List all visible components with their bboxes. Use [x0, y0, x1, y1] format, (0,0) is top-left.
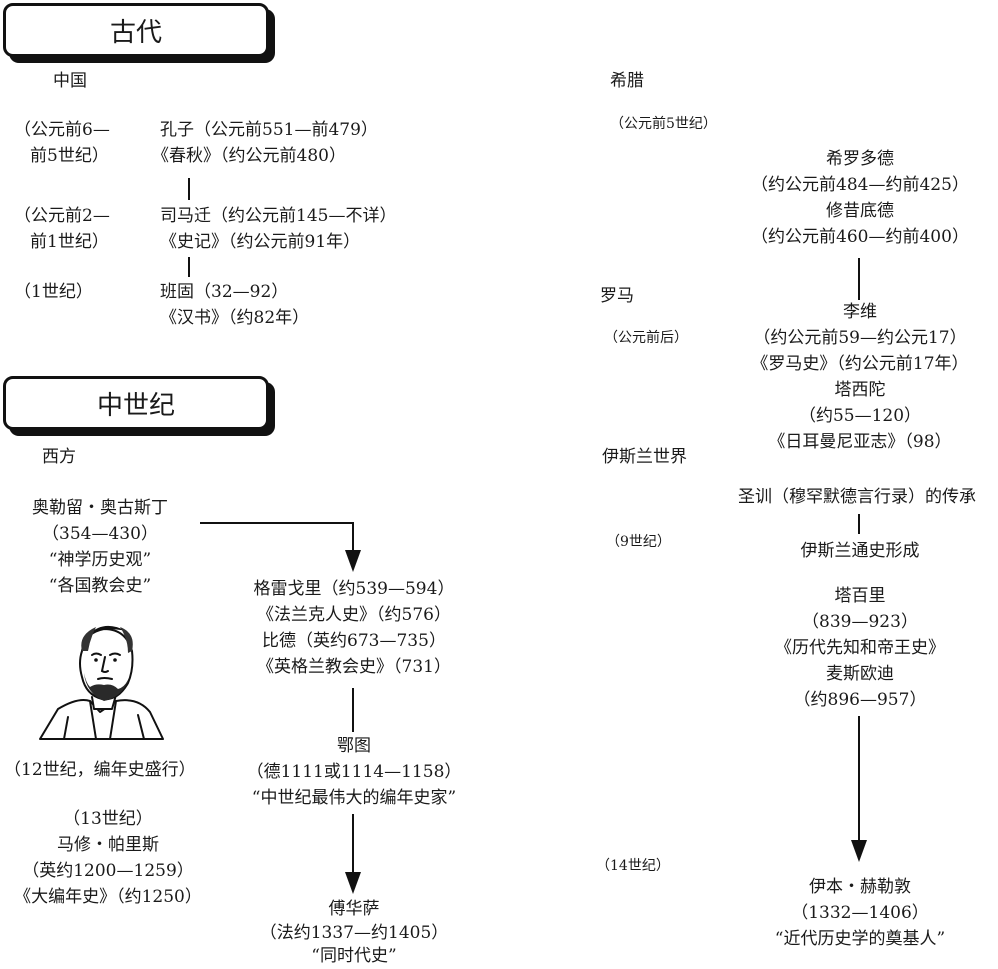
west-period-13: （13世纪） — [63, 809, 153, 829]
tabari-name: 塔百里 — [834, 586, 886, 606]
augustine-arrow-vertical — [352, 522, 354, 552]
simaqian-work: 《史记》（约公元前91年） — [160, 232, 361, 252]
tacitus-work: 《日耳曼尼亚志》（98） — [768, 432, 952, 452]
bangu-name: 班固（32—92） — [160, 282, 289, 302]
section-title-ancient: 古代 — [109, 17, 162, 48]
masudi-to-khaldun-arrowhead — [851, 840, 867, 862]
otto-title: “中世纪最伟大的编年史家” — [251, 788, 457, 808]
greece-to-rome-connector — [858, 258, 860, 300]
rome-period: （公元前后） — [604, 330, 688, 346]
livy-dates: （约公元前59—约公元17） — [753, 328, 967, 348]
paris-work: 《大编年史》（约1250） — [14, 887, 202, 907]
greece-heading: 希腊 — [610, 71, 644, 91]
historian-portrait — [39, 625, 164, 740]
china-period-1a: （公元前6— — [14, 120, 110, 140]
thucydides-dates: （约公元前460—约前400） — [751, 227, 969, 247]
khaldun-name: 伊本・赫勒敦 — [809, 877, 911, 897]
rome-heading: 罗马 — [600, 286, 634, 306]
west-heading: 西方 — [42, 447, 76, 467]
otto-dates: （德1111或1114—1158） — [246, 762, 462, 782]
islam-period-14: （14世纪） — [596, 858, 670, 874]
masudi-name: 麦斯欧迪 — [826, 664, 894, 684]
khaldun-dates: （1332—1406） — [791, 903, 929, 923]
otto-to-froissart-line — [352, 814, 354, 874]
tabari-dates: （839—923） — [802, 612, 918, 632]
augustine-arrow-horizontal — [200, 522, 354, 524]
china-period-3: （1世纪） — [14, 282, 93, 302]
gregory-work: 《法兰克人史》（约576） — [257, 605, 451, 625]
herodotus-name: 希罗多德 — [826, 149, 894, 169]
tacitus-dates: （约55—120） — [798, 406, 922, 426]
paris-dates: （英约1200—1259） — [22, 861, 194, 881]
khaldun-title: “近代历史学的奠基人” — [774, 929, 946, 949]
froissart-dates: （法约1337—约1405） — [259, 923, 449, 943]
simaqian-name: 司马迁（约公元前145—不详） — [160, 206, 397, 226]
greece-period: （公元前5世纪） — [610, 116, 717, 132]
bangu-work: 《汉书》（约82年） — [160, 308, 310, 328]
livy-work: 《罗马史》（约公元前17年） — [751, 354, 969, 374]
augustine-idea-1: “神学历史观” — [48, 550, 152, 570]
islam-period-9: （9世纪） — [606, 534, 671, 550]
west-period-12: （12世纪，编年史盛行） — [4, 760, 196, 780]
bede-to-otto-connector — [352, 688, 354, 732]
islamic-history-formation: 伊斯兰通史形成 — [800, 541, 920, 561]
bede: 比德（英约673—735） — [262, 631, 446, 651]
thucydides-name: 修昔底德 — [826, 201, 894, 221]
otto-name: 鄂图 — [337, 736, 371, 756]
froissart-work: “同时代史” — [311, 946, 397, 966]
china-period-2a: （公元前2— — [14, 206, 110, 226]
china-heading: 中国 — [53, 71, 87, 91]
section-tab-medieval: 中世纪 — [3, 376, 269, 430]
augustine-dates: （354—430） — [42, 524, 158, 544]
china-connector-1 — [188, 178, 190, 200]
bede-work: 《英格兰教会史》（731） — [257, 657, 451, 677]
gregory: 格雷戈里（约539—594） — [253, 579, 455, 599]
masudi-dates: （约896—957） — [793, 690, 927, 710]
tacitus-name: 塔西陀 — [834, 380, 886, 400]
paris-name: 马修・帕里斯 — [57, 835, 159, 855]
section-title-medieval: 中世纪 — [96, 390, 175, 421]
confucius-name: 孔子（公元前551—前479） — [160, 120, 378, 140]
china-period-1b: 前5世纪） — [30, 146, 109, 166]
froissart-name: 傅华萨 — [328, 899, 380, 919]
herodotus-dates: （约公元前484—约前425） — [751, 175, 969, 195]
islam-heading: 伊斯兰世界 — [602, 447, 687, 467]
tabari-work: 《历代先知和帝王史》 — [775, 638, 945, 658]
section-tab-ancient: 古代 — [3, 3, 269, 57]
china-connector-2 — [188, 257, 190, 277]
hadith-transmission: 圣训（穆罕默德言行录）的传承 — [738, 487, 976, 507]
augustine-name: 奥勒留・奥古斯丁 — [32, 498, 168, 518]
otto-to-froissart-arrowhead — [345, 872, 361, 894]
augustine-idea-2: “各国教会史” — [48, 576, 152, 596]
confucius-work: 《春秋》（约公元前480） — [152, 146, 346, 166]
hadith-connector — [858, 514, 860, 534]
masudi-to-khaldun-line — [858, 716, 860, 842]
livy-name: 李维 — [843, 302, 877, 322]
augustine-arrowhead — [345, 550, 361, 572]
china-period-2b: 前1世纪） — [30, 232, 109, 252]
